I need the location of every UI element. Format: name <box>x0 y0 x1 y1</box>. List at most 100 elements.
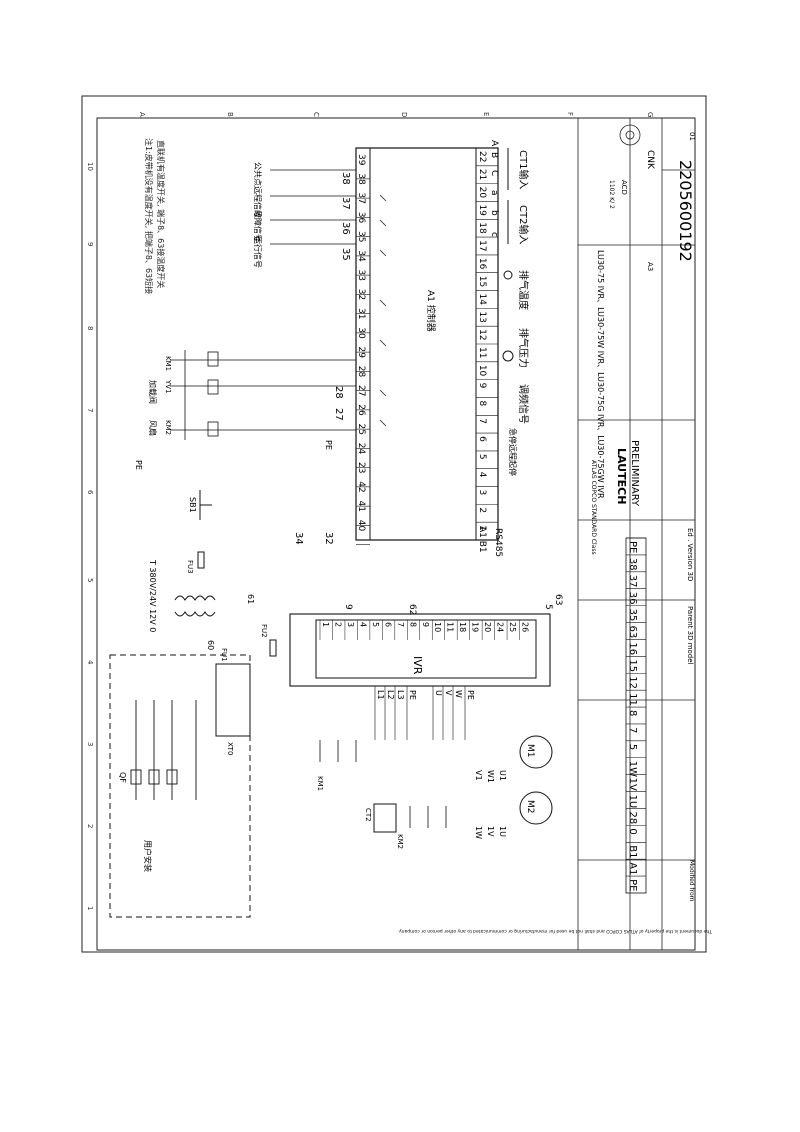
note-line-2: 直联机有温度开关, 端子8、63接温度开关 <box>156 140 166 288</box>
sb1-label: SB1 <box>188 497 197 513</box>
ivr-terminal: 9 <box>421 622 430 627</box>
wire-60: 60 <box>206 640 215 650</box>
transformer-label: T 380V/24V 12V 0 <box>148 559 157 632</box>
modified-from: Modified from <box>688 860 695 902</box>
svg-text:4: 4 <box>86 660 94 665</box>
ivr-terminal: 2 <box>333 622 342 627</box>
ivr-power-terminal: V <box>444 690 453 696</box>
controller-bottom-terminal: 12 <box>477 329 487 340</box>
models-label: LU30-75 IVR、LU30-75W IVR、LU30-75G IVR、LU… <box>596 250 605 499</box>
controller-bottom-terminal: 6 <box>477 436 487 442</box>
fault-label: 故障信号 <box>253 210 263 242</box>
a3-value: A3 <box>646 262 654 271</box>
controller-bottom-terminal: 2 <box>477 507 487 513</box>
ivr-terminal: 6 <box>383 622 392 627</box>
wire-61: 61 <box>246 594 255 604</box>
strip-terminal: 16 <box>627 642 638 655</box>
motor1-wire: V1 <box>474 770 483 781</box>
wire-27: 27 <box>333 408 344 421</box>
motor-m2-label: M2 <box>525 800 535 814</box>
ivr-terminal: 3 <box>346 622 355 627</box>
sb1-switch-icon <box>199 490 212 520</box>
wire-32: 32 <box>323 532 334 545</box>
user-install-label: 用户安装 <box>143 840 153 872</box>
strip-terminal: PE <box>627 879 638 891</box>
strip-terminal: 38 <box>627 558 638 571</box>
ivr-terminal: 11 <box>446 622 455 632</box>
motor2-wire: 1V <box>486 826 495 837</box>
svg-text:1: 1 <box>86 906 94 910</box>
strip-terminal: 11 <box>627 693 638 706</box>
strip-terminal: 1W <box>627 761 638 777</box>
load-valve-label: 加载阀 <box>148 380 158 404</box>
svg-text:C: C <box>312 112 320 117</box>
ivr-terminal: 4 <box>358 622 367 627</box>
ivr-terminal: 20 <box>483 622 492 632</box>
ct2-label: CT2输入 <box>517 205 530 244</box>
controller-bottom-terminal: 15 <box>477 276 487 287</box>
controller-bottom-terminal: 10 <box>477 365 487 377</box>
strip-terminal: PE <box>627 541 638 553</box>
ivr-terminal: 19 <box>471 622 480 632</box>
svg-text:B: B <box>226 112 234 117</box>
controller-ct-letter: b <box>489 210 499 216</box>
controller-ct-letter: a <box>489 190 499 196</box>
svg-text:A: A <box>138 112 146 117</box>
strip-terminal: 63 <box>627 626 638 639</box>
svg-text:E: E <box>482 112 490 116</box>
class-value: 1102 K/ 2 <box>608 180 615 209</box>
wire-34: 34 <box>293 532 304 545</box>
qf-breaker-lines <box>130 700 197 800</box>
title-block <box>577 117 696 951</box>
edition-label: Ed . Version 3D <box>686 528 694 581</box>
svg-text:7: 7 <box>86 408 94 412</box>
motor-m1-label: M1 <box>525 744 535 758</box>
strip-terminal: A1 <box>627 862 638 875</box>
controller-bottom-terminal: 1 <box>477 525 487 531</box>
ct2-component-label: CT2 <box>364 808 372 822</box>
yv1-label: YV1 <box>164 379 172 394</box>
motor2-wire: 1U <box>498 826 507 837</box>
svg-text:G: G <box>646 112 654 117</box>
svg-text:9: 9 <box>86 242 94 246</box>
km2-coil-label: KM2 <box>164 420 172 435</box>
motor-m1-icon <box>519 735 553 769</box>
controller-ct-letter: A <box>489 140 499 147</box>
controller-title: A1 控制器 <box>425 290 437 332</box>
fu3-icon <box>197 551 205 569</box>
rs485-label: RS485 <box>493 528 503 557</box>
xt0-terminal <box>215 663 251 737</box>
controller-bottom-terminal: 7 <box>477 418 487 424</box>
ivr-terminal: 25 <box>508 622 517 632</box>
controller-bottom-terminal: 20 <box>477 187 487 199</box>
controller-bottom-terminal: 18 <box>477 222 487 234</box>
signal-wires <box>270 169 356 245</box>
ivr-label: IVR <box>411 656 424 675</box>
temp-sensor-icon <box>503 270 513 280</box>
strip-terminal: 1V <box>627 778 638 791</box>
ivr-terminal: 5 <box>371 622 380 627</box>
controller-ct-letter: c <box>489 232 499 237</box>
parent-model-label: Parent 3D model <box>686 606 694 665</box>
strip-terminal: 28 <box>627 811 638 824</box>
controller-bottom-terminal: 9 <box>477 383 487 389</box>
controller-bottom-terminal: 22 <box>477 151 487 162</box>
drawing-owner: CNK <box>645 150 655 170</box>
outer-border <box>81 95 707 953</box>
controller-top-terminal: 39 <box>356 154 366 166</box>
controller-bottom-terminal: 4 <box>477 472 487 478</box>
ivr-terminal: 24 <box>496 622 505 632</box>
controller-bottom-terminal: 8 <box>477 400 487 406</box>
wire-5: 5 <box>543 604 553 610</box>
pressure-sensor-icon <box>502 350 514 362</box>
controller-a1: A1 控制器 404142232425262728293031323334353… <box>355 140 499 545</box>
remote-label: 远程信号 <box>253 186 263 218</box>
motor2-wire: 1W <box>474 826 483 839</box>
strip-terminal: 1U <box>627 795 638 809</box>
